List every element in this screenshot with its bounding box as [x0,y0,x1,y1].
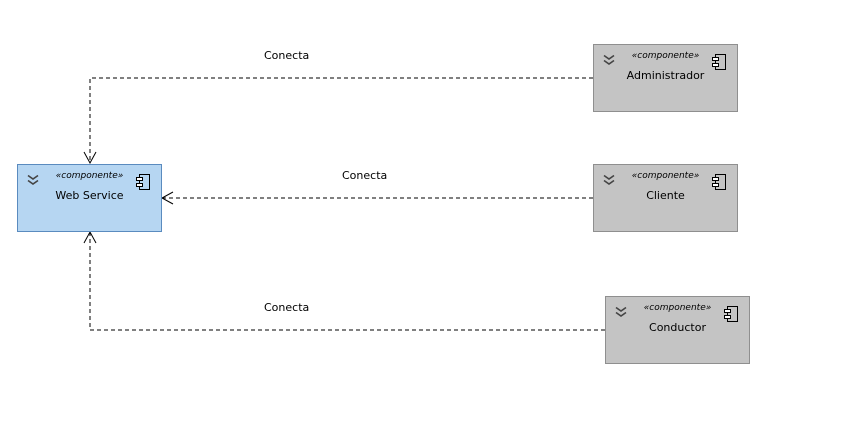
collapse-chevron-icon[interactable] [614,306,628,318]
open-arrowhead-icon [160,191,174,205]
collapse-chevron-icon[interactable] [602,174,616,186]
component-name: Conductor [649,321,706,334]
connector-cliente-web-service[interactable] [160,191,593,205]
component-stereotype: «componente» [631,171,700,181]
component-web-service[interactable]: «componente» Web Service [17,164,162,232]
open-arrowhead-icon [83,151,97,165]
component-name: Web Service [55,189,124,202]
component-stereotype: «componente» [631,51,700,61]
uml-component-icon [712,54,726,70]
component-conductor[interactable]: «componente» Conductor [605,296,750,364]
uml-component-icon [712,174,726,190]
connector-label-cliente: Conecta [342,169,388,182]
component-name: Cliente [646,189,685,202]
open-arrowhead-icon [83,230,97,244]
component-stereotype: «componente» [643,303,712,313]
connector-conductor-web-service[interactable] [83,230,605,331]
component-name: Administrador [626,69,705,82]
component-cliente[interactable]: «componente» Cliente [593,164,738,232]
uml-component-icon [724,306,738,322]
connector-label-conductor: Conecta [264,301,310,314]
collapse-chevron-icon[interactable] [26,174,40,186]
uml-component-icon [136,174,150,190]
collapse-chevron-icon[interactable] [602,54,616,66]
component-administrador[interactable]: «componente» Administrador [593,44,738,112]
connector-administrador-web-service[interactable] [83,77,593,165]
component-stereotype: «componente» [55,171,124,181]
connector-label-administrador: Conecta [264,49,310,62]
